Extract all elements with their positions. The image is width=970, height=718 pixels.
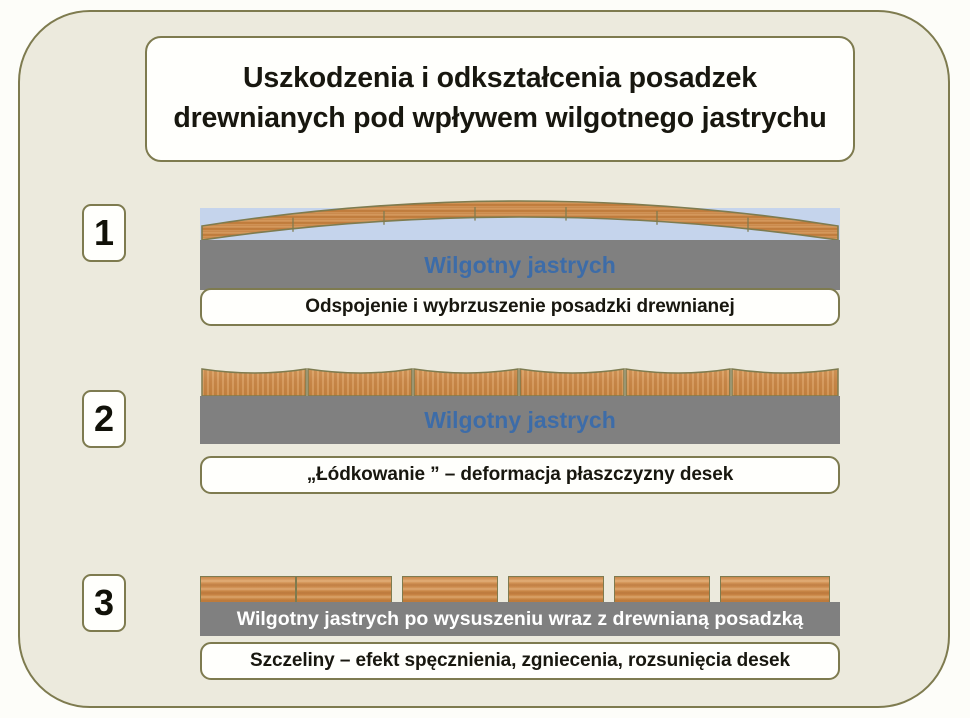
shrinkage-gap — [604, 576, 614, 608]
shrinkage-gap — [392, 576, 402, 608]
panel-2-screed: Wilgotny jastrych — [200, 396, 840, 444]
page-title: Uszkodzenia i odkształcenia posadzek dre… — [173, 62, 827, 134]
panel-3-screed-label: Wilgotny jastrych po wysuszeniu wraz z d… — [236, 607, 804, 630]
panel-2-caption-box: „Łódkowanie ” – deformacja płaszczyzny d… — [200, 456, 840, 494]
panel-2-number-badge: 2 — [82, 390, 126, 448]
panel-3-number-badge: 3 — [82, 574, 126, 632]
panel-2-number: 2 — [93, 398, 115, 439]
panel-2-screed-label: Wilgotny jastrych — [424, 406, 616, 433]
shrinkage-gap — [498, 576, 508, 608]
shrinkage-gap — [710, 576, 720, 608]
panel-1-number-badge: 1 — [82, 204, 126, 262]
panel-1: 1 — [0, 172, 932, 332]
title-box: Uszkodzenia i odkształcenia posadzek dre… — [145, 36, 855, 162]
panel-3: 3 Wilgotny jastrych po wysuszeniu wraz z… — [0, 558, 932, 694]
panel-3-caption: Szczeliny – efekt spęcznienia, zgnieceni… — [250, 650, 790, 671]
panel-2-caption: „Łódkowanie ” – deformacja płaszczyzny d… — [306, 464, 734, 485]
panel-2: 2 — [0, 360, 932, 510]
panel-1-buckled-wood-floor — [201, 200, 839, 241]
panel-2-cupped-boards — [201, 368, 839, 397]
panel-3-screed: Wilgotny jastrych po wysuszeniu wraz z d… — [200, 602, 840, 636]
panel-3-number: 3 — [93, 582, 115, 623]
panel-3-caption-box: Szczeliny – efekt spęcznienia, zgnieceni… — [200, 642, 840, 680]
panel-1-caption: Odspojenie i wybrzuszenie posadzki drewn… — [305, 296, 735, 317]
panel-1-illustration: Wilgotny jastrych — [200, 182, 840, 290]
panel-1-number: 1 — [93, 212, 115, 253]
panel-1-caption-box: Odspojenie i wybrzuszenie posadzki drewn… — [200, 288, 840, 326]
panel-1-screed: Wilgotny jastrych — [200, 240, 840, 290]
panel-1-screed-label: Wilgotny jastrych — [424, 251, 616, 278]
